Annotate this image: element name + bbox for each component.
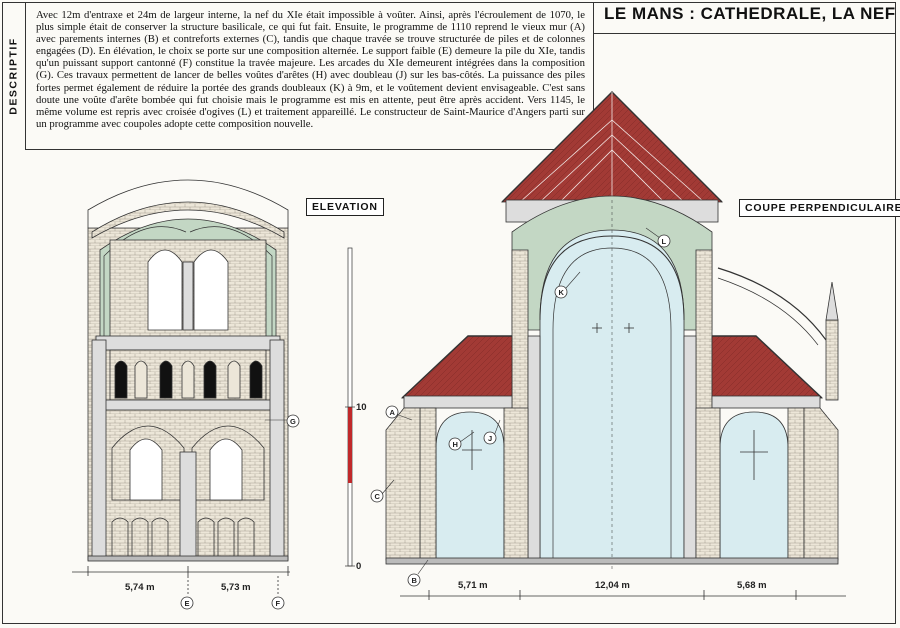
marker-g: G xyxy=(290,417,296,426)
right-aisle-space xyxy=(719,411,789,561)
marker-circle-e xyxy=(180,596,194,610)
marker-circle-c xyxy=(370,489,384,503)
marker-a: A xyxy=(390,408,396,417)
left-aisle-roof xyxy=(400,335,513,399)
marker-circle-j xyxy=(483,431,497,445)
descriptif-tab: DESCRIPTIF xyxy=(2,2,26,150)
elevation-dim-left: 5,74 m xyxy=(125,582,155,593)
marker-l: L xyxy=(662,237,667,246)
marker-k: K xyxy=(559,288,565,297)
marker-circle-f xyxy=(271,596,285,610)
marker-h: H xyxy=(453,440,458,449)
right-aisle-roof xyxy=(711,335,824,399)
elevation-arch-band xyxy=(91,201,285,239)
marker-circle-h xyxy=(448,437,462,451)
marker-b: B xyxy=(412,576,418,585)
marker-c: C xyxy=(375,492,381,501)
elevation-drawing xyxy=(72,179,290,596)
marker-circle-k xyxy=(554,285,568,299)
scale-zero: 0 xyxy=(356,561,361,572)
page-title: LE MANS : CATHEDRALE, LA NEF xyxy=(604,4,896,23)
elevation-label: ELEVATION xyxy=(306,198,384,216)
elevation-dim-right: 5,73 m xyxy=(221,582,251,593)
section-dim-center: 12,04 m xyxy=(595,580,630,591)
section-dim-right: 5,68 m xyxy=(737,580,767,591)
title-rule xyxy=(594,33,896,34)
marker-f: F xyxy=(276,599,281,608)
scale-bar xyxy=(345,247,355,567)
marker-j: J xyxy=(488,434,492,443)
description-text: Avec 12m d'entraxe et 24m de largeur int… xyxy=(26,2,594,150)
marker-circle-a xyxy=(385,405,399,419)
marker-circle-b xyxy=(407,573,421,587)
section-dim-left: 5,71 m xyxy=(458,580,488,591)
marker-circle-l xyxy=(657,234,671,248)
marker-e: E xyxy=(185,599,190,608)
marker-circle-g xyxy=(286,414,300,428)
scale-ten: 10 xyxy=(356,402,367,413)
section-label: COUPE PERPENDICULAIRE xyxy=(739,199,900,217)
section-drawing xyxy=(381,91,846,600)
